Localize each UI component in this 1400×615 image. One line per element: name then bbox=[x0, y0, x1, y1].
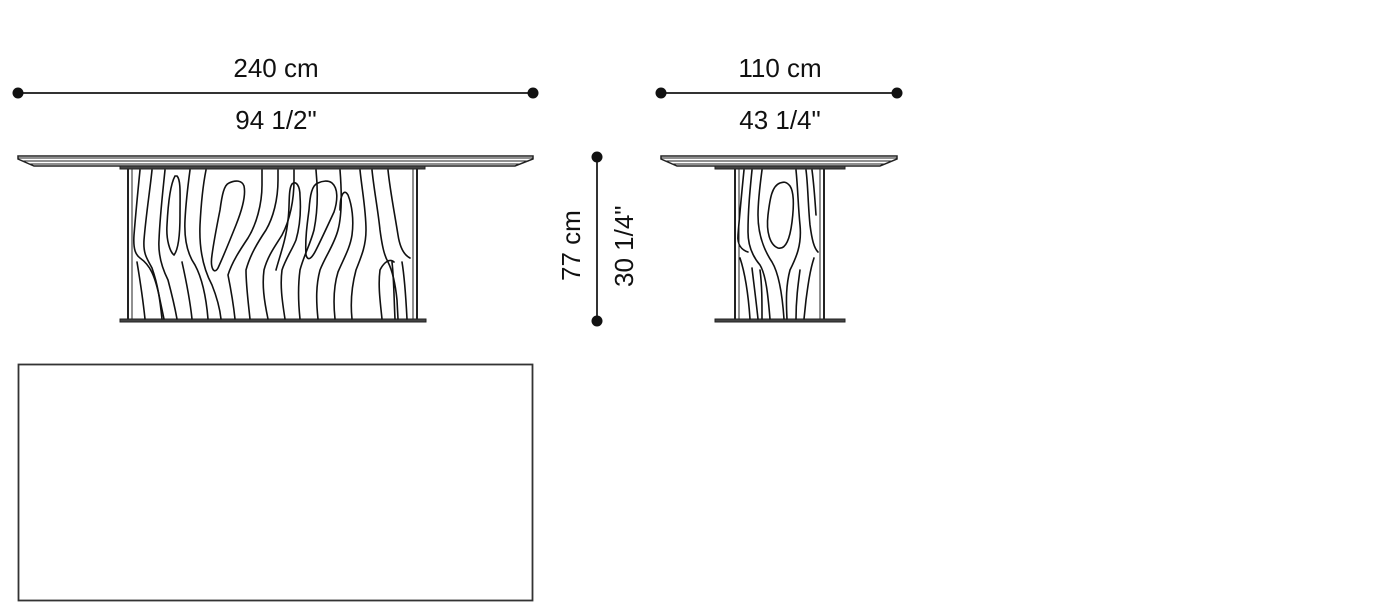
height-imperial-label: 30 1/4" bbox=[609, 205, 639, 287]
front-base-plate bbox=[119, 318, 427, 323]
depth-imperial-label: 43 1/4" bbox=[739, 105, 821, 135]
depth-dimension-line bbox=[655, 87, 903, 99]
length-imperial-label: 94 1/2" bbox=[235, 105, 317, 135]
length-metric-label: 240 cm bbox=[233, 53, 319, 83]
side-tabletop bbox=[660, 155, 898, 170]
front-tabletop bbox=[17, 155, 534, 170]
depth-metric-label: 110 cm bbox=[738, 53, 822, 83]
side-base-plate bbox=[714, 318, 846, 323]
side-wood-grain-pattern bbox=[737, 169, 819, 320]
height-metric-label: 77 cm bbox=[556, 210, 586, 281]
front-wood-grain-pattern bbox=[133, 169, 411, 320]
front-elevation-view bbox=[17, 155, 534, 323]
length-dimension-line bbox=[12, 87, 539, 99]
side-elevation-view bbox=[660, 155, 898, 323]
top-plan-view bbox=[17, 363, 534, 602]
height-dimension-line bbox=[591, 151, 603, 327]
